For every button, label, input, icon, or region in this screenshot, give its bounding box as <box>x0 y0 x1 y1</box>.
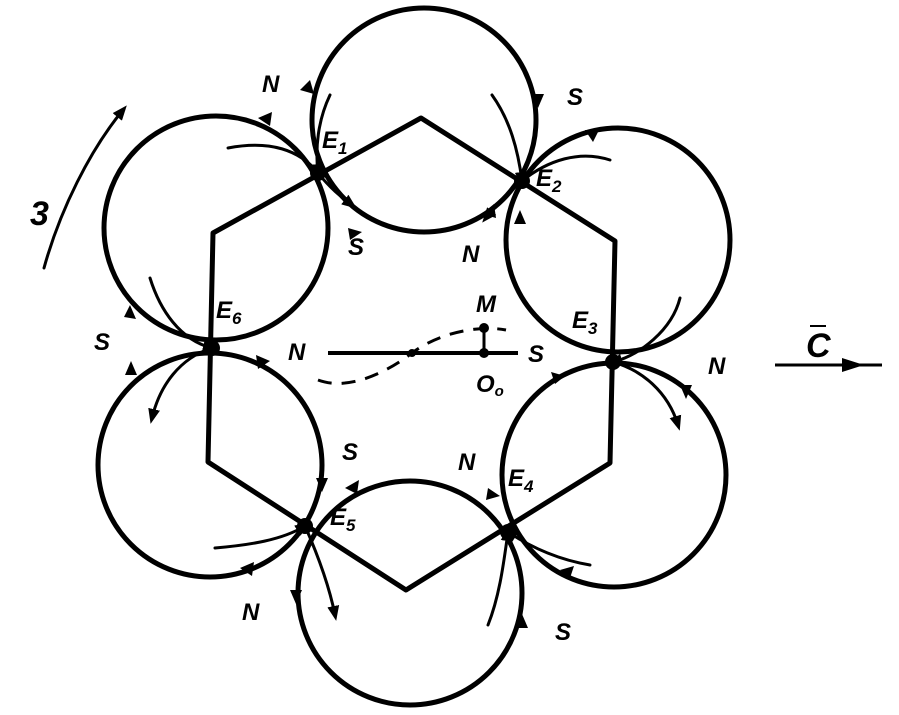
label-s-top-right: S <box>567 84 583 111</box>
label-e2: E2 <box>536 165 562 196</box>
field-curve-e3b <box>611 360 682 431</box>
hexagon <box>205 115 618 593</box>
label-n-bottom-left: N <box>242 599 260 626</box>
circle-top <box>309 5 539 235</box>
field-curve-e6 <box>148 276 218 352</box>
label-m: M <box>476 291 497 318</box>
label-e5: E5 <box>330 504 356 535</box>
field-curve-e1 <box>226 143 357 209</box>
field-curve-e4b <box>486 526 513 627</box>
field-curve-e2 <box>490 93 527 187</box>
label-e6: E6 <box>216 297 242 328</box>
label-s-e5: S <box>342 439 358 466</box>
label-n-e4: N <box>458 449 476 476</box>
label-n-right: N <box>708 353 726 380</box>
label-e1: E1 <box>322 127 347 158</box>
label-o: Oo <box>476 371 504 400</box>
label-n-center: N <box>288 339 306 366</box>
point-o <box>479 348 489 358</box>
label-s-center: S <box>528 341 544 368</box>
field-curve-e2b <box>482 154 612 223</box>
field-curve-e5 <box>213 522 311 550</box>
label-velocity: C <box>806 327 831 365</box>
circle-top-right <box>503 125 733 355</box>
label-n-top-left: N <box>262 71 280 98</box>
field-curve-e3 <box>607 296 682 366</box>
label-s-left: S <box>94 329 110 356</box>
field-curve-e6b <box>148 346 214 424</box>
label-e4: E4 <box>508 465 534 496</box>
field-curve-e5b <box>303 524 340 621</box>
label-s-bottom-right: S <box>555 619 571 646</box>
label-rotation: 3 <box>30 195 49 233</box>
label-n-e2: N <box>462 241 480 268</box>
field-curve-e1b <box>310 93 332 179</box>
circle-arrowheads <box>124 80 692 628</box>
label-e3: E3 <box>572 307 598 338</box>
field-curve-e4 <box>503 528 592 567</box>
point-mid <box>408 349 416 357</box>
circle-bottom-right <box>499 360 729 590</box>
point-m <box>479 323 489 333</box>
label-s-e1: S <box>348 234 364 261</box>
velocity-arrowhead <box>842 358 864 372</box>
rotation-arrow <box>42 105 127 270</box>
